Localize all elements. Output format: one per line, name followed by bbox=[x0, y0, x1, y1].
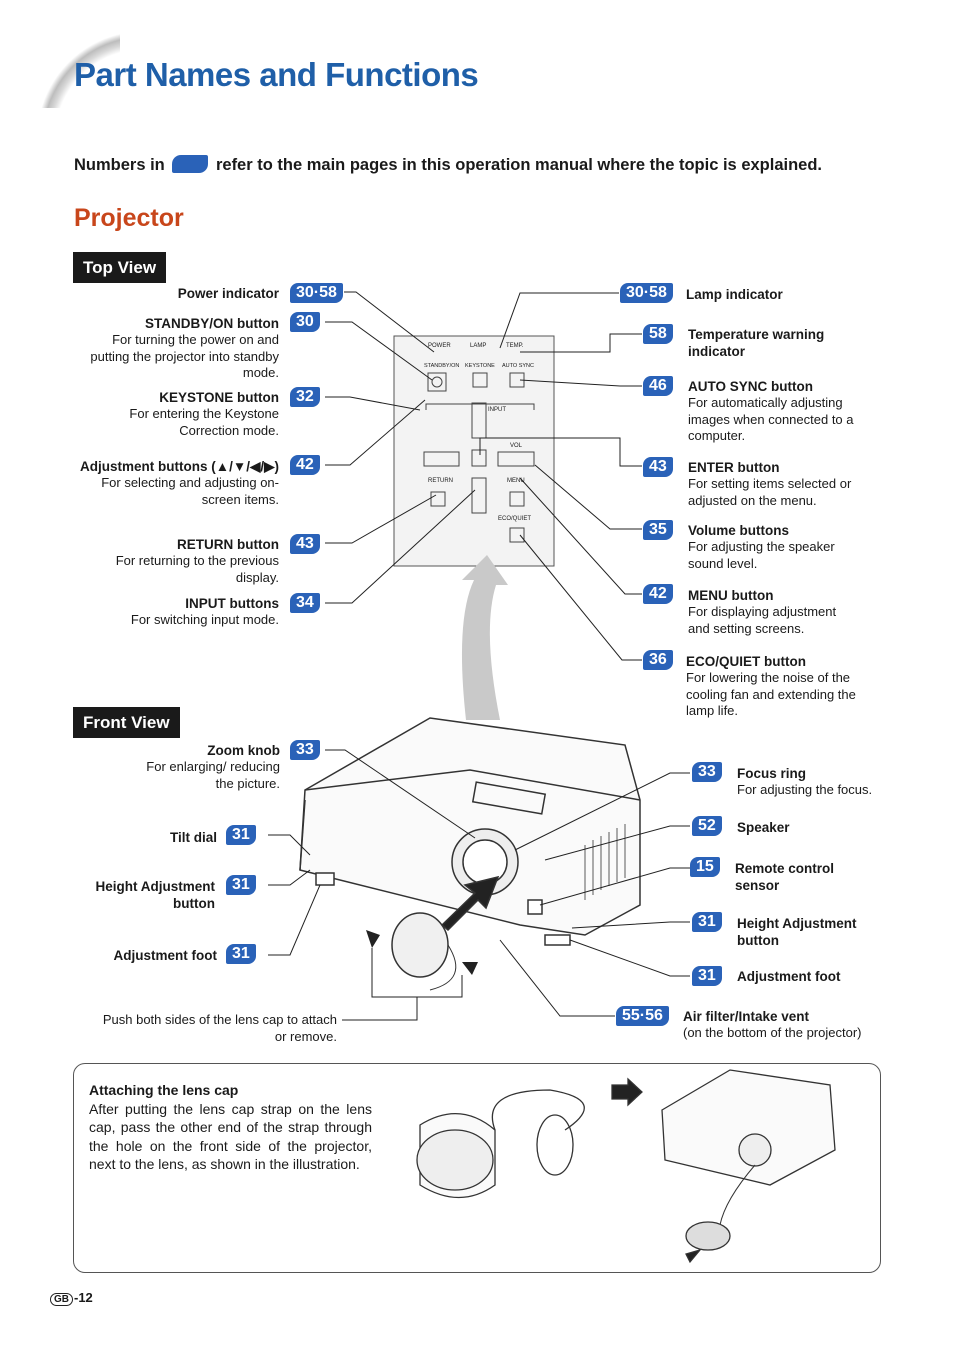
page-ref-badge: 58 bbox=[643, 324, 673, 344]
page-ref-badge: 55·56 bbox=[616, 1006, 669, 1026]
remote-sensor-label: Remote control sensor bbox=[735, 861, 835, 893]
section-title: Projector bbox=[74, 204, 184, 232]
panel-temp-label: TEMP. bbox=[506, 343, 524, 349]
page-ref-badge: 36 bbox=[643, 650, 673, 670]
speaker-label: Speaker bbox=[737, 820, 790, 835]
attaching-illustration bbox=[416, 1069, 836, 1264]
leader-lines bbox=[325, 291, 642, 661]
numbers-before: Numbers in bbox=[74, 156, 165, 174]
numbers-explanation: Numbers in refer to the main pages in th… bbox=[74, 155, 822, 175]
panel-input-label: INPUT bbox=[488, 407, 506, 413]
page-ref-badge: 33 bbox=[692, 762, 722, 782]
projector-front-illustration bbox=[299, 717, 641, 991]
panel-vol-label: VOL bbox=[510, 443, 523, 449]
page-ref-badge: 31 bbox=[226, 875, 256, 895]
page-ref-badge: 35 bbox=[643, 520, 673, 540]
page-ref-badge: 31 bbox=[692, 912, 722, 932]
top-view-tag: Top View bbox=[73, 252, 167, 283]
lens-cap-note: Push both sides of the lens cap to attac… bbox=[102, 1012, 337, 1044]
page-title: Part Names and Functions bbox=[74, 56, 479, 93]
page-ref-badge: 43 bbox=[290, 534, 320, 554]
height-adjustment-button-right-label: Height Adjustment button bbox=[737, 916, 857, 948]
panel-power-label: POWER bbox=[428, 343, 451, 349]
panel-keystone-label: KEYSTONE bbox=[465, 363, 495, 369]
control-panel-illustration bbox=[393, 335, 555, 567]
panel-return-label: RETURN bbox=[428, 478, 453, 484]
panel-standby-label: STANDBY/ON bbox=[424, 363, 460, 369]
front-view-tag: Front View bbox=[73, 707, 180, 738]
attaching-lens-cap-box bbox=[73, 1063, 881, 1273]
page-ref-badge: 31 bbox=[692, 966, 722, 986]
tilt-dial-label: Tilt dial bbox=[169, 830, 217, 845]
panel-menu-label: MENU bbox=[507, 478, 525, 484]
air-filter-label: Air filter/Intake vent(on the bottom of … bbox=[683, 1009, 862, 1040]
page-ref-badge: 32 bbox=[290, 387, 320, 407]
panel-lamp-label: LAMP bbox=[470, 343, 487, 349]
attaching-body: After putting the lens cap strap on the … bbox=[89, 1100, 372, 1173]
adjustment-buttons-label: Adjustment buttons (▲/▼/◀/▶)For selectin… bbox=[80, 459, 279, 507]
panel-autosync-label: AUTO SYNC bbox=[502, 363, 534, 369]
temperature-warning-label: Temperature warning indicator bbox=[688, 327, 825, 359]
page-ref-badge: 43 bbox=[643, 457, 673, 477]
curved-arrow bbox=[461, 555, 508, 720]
page-number: GB-12 bbox=[50, 1290, 93, 1306]
page-ref-badge: 30 bbox=[290, 312, 320, 332]
page-ref-badge: 31 bbox=[226, 825, 256, 845]
adjustment-foot-right-label: Adjustment foot bbox=[737, 969, 841, 984]
page-ref-badge: 42 bbox=[643, 584, 673, 604]
leader-lines-front bbox=[268, 749, 690, 1021]
page-ref-badge: 42 bbox=[290, 455, 320, 475]
page-ref-badge: 52 bbox=[692, 816, 722, 836]
attaching-lens-cap-text: Attaching the lens cap After putting the… bbox=[89, 1081, 372, 1174]
page-ref-badge: 30·58 bbox=[290, 283, 343, 303]
page-ref-badge: 34 bbox=[290, 593, 320, 613]
gb-mark: GB bbox=[50, 1293, 73, 1306]
attaching-title: Attaching the lens cap bbox=[89, 1082, 239, 1098]
numbers-after: refer to the main pages in this operatio… bbox=[215, 156, 823, 174]
page-ref-badge: 30·58 bbox=[620, 283, 673, 303]
page-ref-badge: 31 bbox=[226, 944, 256, 964]
page-ref-badge: 15 bbox=[690, 857, 720, 877]
page-ref-badge: 33 bbox=[290, 740, 320, 760]
lamp-indicator-label: Lamp indicator bbox=[686, 287, 783, 302]
panel-eco-label: ECO/QUIET bbox=[498, 516, 532, 522]
height-adjustment-button-left-label: Height Adjustment button bbox=[95, 879, 216, 911]
page-ref-badge-sample bbox=[172, 155, 209, 173]
adjustment-foot-left-label: Adjustment foot bbox=[113, 948, 218, 963]
power-indicator-label: Power indicator bbox=[177, 286, 279, 301]
arc-mask bbox=[120, 26, 210, 136]
page-ref-badge: 46 bbox=[643, 376, 673, 396]
